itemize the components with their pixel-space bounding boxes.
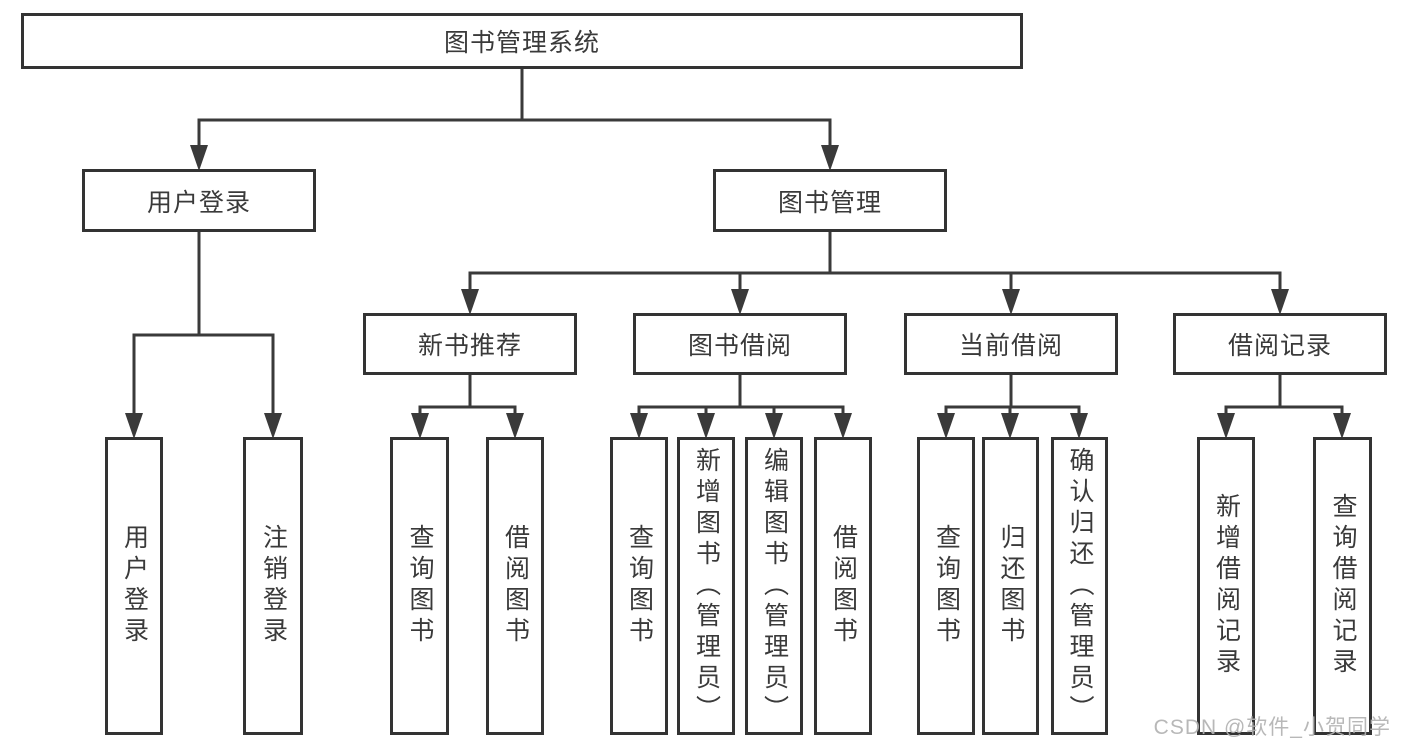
arrow-bb-leaf3 <box>765 413 783 439</box>
borrow-record-node: 借阅记录 <box>1173 313 1387 375</box>
arrow-nb-leaf1 <box>411 413 429 439</box>
br-query-record-leaf: 查询借阅记录 <box>1313 437 1372 735</box>
arrow-cb-leaf1 <box>937 413 955 439</box>
leaf-label: 查询图书 <box>406 524 434 648</box>
leaf-label: 用户登录 <box>120 524 149 648</box>
arrow-login-leaf <box>125 413 143 439</box>
arrow-cb-leaf3 <box>1070 413 1088 439</box>
leaf-label: 借阅图书 <box>829 524 858 648</box>
book-management-node: 图书管理 <box>713 169 947 232</box>
leaf-label: 编辑图书（管理员） <box>760 446 789 726</box>
leaf-label: 新增图书（管理员） <box>692 446 721 726</box>
arrow-user-login <box>190 145 208 171</box>
leaf-label: 归还图书 <box>997 524 1025 648</box>
bb-add-books-leaf: 新增图书（管理员） <box>677 437 735 735</box>
arrow-current-borrow <box>1002 289 1020 315</box>
cb-confirm-return-leaf: 确认归还（管理员） <box>1051 437 1108 735</box>
user-login-node: 用户登录 <box>82 169 316 232</box>
new-book-recommend-node: 新书推荐 <box>363 313 577 375</box>
leaf-label: 注销登录 <box>259 524 288 648</box>
arrow-book-borrow <box>731 289 749 315</box>
arrow-borrow-record <box>1271 289 1289 315</box>
arrow-nb-leaf2 <box>506 413 524 439</box>
book-borrow-node: 图书借阅 <box>633 313 847 375</box>
leaf-label: 确认归还（管理员） <box>1066 446 1094 726</box>
arrow-bb-leaf1 <box>630 413 648 439</box>
arrow-bb-leaf2 <box>697 413 715 439</box>
current-borrow-node: 当前借阅 <box>904 313 1118 375</box>
arrow-br-leaf1 <box>1217 413 1235 439</box>
root-node: 图书管理系统 <box>21 13 1023 69</box>
bb-borrow-books-leaf: 借阅图书 <box>814 437 872 735</box>
arrow-book-mgmt <box>821 145 839 171</box>
leaf-label: 借阅图书 <box>501 524 530 648</box>
csdn-watermark: CSDN @软件_小贺同学 <box>1153 716 1391 739</box>
arrow-bb-leaf4 <box>834 413 852 439</box>
br-add-record-leaf: 新增借阅记录 <box>1197 437 1255 735</box>
nb-query-books-leaf: 查询图书 <box>390 437 449 735</box>
cb-query-books-leaf: 查询图书 <box>917 437 975 735</box>
bb-edit-books-leaf: 编辑图书（管理员） <box>745 437 803 735</box>
user-login-leaf: 用户登录 <box>105 437 163 735</box>
arrow-logout-leaf <box>264 413 282 439</box>
leaf-label: 查询借阅记录 <box>1329 493 1357 679</box>
logout-leaf: 注销登录 <box>243 437 303 735</box>
leaf-label: 查询图书 <box>625 524 654 648</box>
leaf-label: 查询图书 <box>932 524 961 648</box>
cb-return-books-leaf: 归还图书 <box>982 437 1039 735</box>
leaf-label: 新增借阅记录 <box>1212 493 1241 679</box>
arrow-cb-leaf2 <box>1001 413 1019 439</box>
nb-borrow-books-leaf: 借阅图书 <box>486 437 544 735</box>
arrow-new-book <box>461 289 479 315</box>
bb-query-books-leaf: 查询图书 <box>610 437 668 735</box>
arrow-br-leaf2 <box>1333 413 1351 439</box>
